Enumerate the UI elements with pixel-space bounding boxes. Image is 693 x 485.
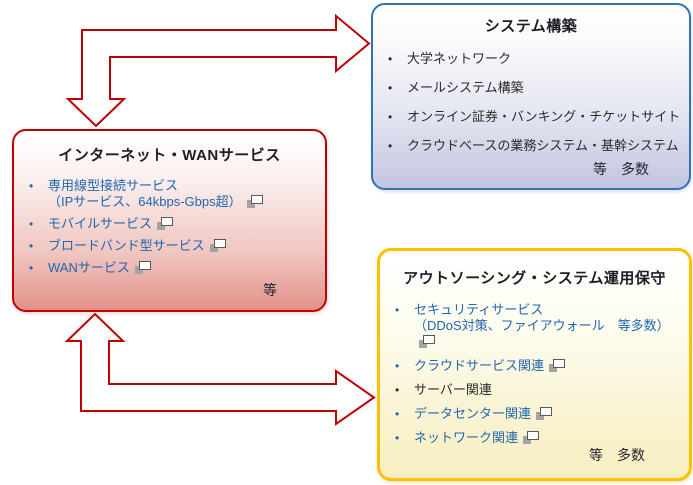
list-item-label: 専用線型接続サービス（IPサービス、64kbps-Gbps超）: [48, 178, 263, 209]
box-title: アウトソーシング・システム運用保守: [403, 270, 666, 287]
new-window-icon: [549, 359, 566, 372]
list-item-label: クラウドサービス関連: [414, 358, 566, 373]
list-item-label: 大学ネットワーク: [407, 51, 512, 66]
internet-wan-box: インターネット・WANサービス • 専用線型接続サービス（IPサービス、64kbp…: [12, 129, 327, 312]
new-window-icon: [523, 431, 540, 444]
bullet-icon: •: [395, 303, 400, 317]
bullet-icon: •: [388, 139, 393, 153]
list-item-label: メールシステム構築: [407, 80, 524, 95]
system-build-box: システム構築 • 大学ネットワーク • メールシステム構築 • オンライン証券・バンキング…: [371, 3, 691, 190]
outsourcing-box: アウトソーシング・システム運用保守 • セキュリティサービス（DDoS対策、ファイ…: [377, 248, 692, 481]
bullet-icon: •: [29, 261, 34, 275]
list-item-label: セキュリティサービス（DDoS対策、ファイアウォール 等多数）: [414, 302, 670, 349]
bullet-icon: •: [29, 217, 34, 231]
service-list: • 専用線型接続サービス（IPサービス、64kbps-Gbps超） • モバイルサービ…: [14, 178, 325, 276]
list-item[interactable]: • WANサービス: [14, 260, 325, 276]
new-window-icon: [246, 195, 263, 208]
bottom-bidirectional-arrow: [64, 312, 376, 426]
etc-label: 等: [263, 282, 277, 298]
box-title: システム構築: [484, 18, 578, 35]
list-item: • クラウドベースの業務システム・基幹システム: [373, 137, 689, 155]
list-item[interactable]: • 専用線型接続サービス（IPサービス、64kbps-Gbps超）: [14, 178, 325, 210]
top-bidirectional-arrow: [65, 13, 371, 128]
list-item-label: ブロードバンド型サービス: [48, 238, 226, 253]
etc-label: 等 多数: [593, 161, 649, 177]
list-item[interactable]: • セキュリティサービス（DDoS対策、ファイアウォール 等多数）: [380, 302, 689, 350]
bullet-icon: •: [29, 179, 34, 193]
service-list: • セキュリティサービス（DDoS対策、ファイアウォール 等多数） • クラウドサービ…: [380, 302, 689, 446]
new-window-icon: [419, 335, 435, 348]
bullet-icon: •: [395, 359, 400, 373]
list-item: • 大学ネットワーク: [373, 50, 689, 68]
bullet-icon: •: [395, 431, 400, 445]
list-item-label: データセンター関連: [414, 406, 553, 421]
new-window-icon: [157, 217, 174, 230]
list-item[interactable]: • データセンター関連: [380, 406, 689, 422]
list-item-label: サーバー関連: [414, 382, 492, 397]
list-item[interactable]: • モバイルサービス: [14, 216, 325, 232]
bullet-icon: •: [388, 81, 393, 95]
list-item-label: ネットワーク関連: [414, 430, 540, 445]
bullet-icon: •: [388, 52, 393, 66]
bullet-icon: •: [395, 407, 400, 421]
new-window-icon: [134, 261, 151, 274]
new-window-icon: [209, 239, 226, 252]
list-item-label: WANサービス: [48, 260, 151, 275]
list-item: • サーバー関連: [380, 382, 689, 398]
service-list: • 大学ネットワーク • メールシステム構築 • オンライン証券・バンキング・チケットサイ…: [373, 50, 689, 155]
list-item[interactable]: • クラウドサービス関連: [380, 358, 689, 374]
bullet-icon: •: [29, 239, 34, 253]
new-window-icon: [536, 407, 553, 420]
list-item: • メールシステム構築: [373, 79, 689, 97]
etc-label: 等 多数: [589, 447, 645, 463]
bullet-icon: •: [388, 110, 393, 124]
list-item[interactable]: • ネットワーク関連: [380, 430, 689, 446]
list-item-label: オンライン証券・バンキング・チケットサイト: [407, 109, 681, 124]
list-item-label: クラウドベースの業務システム・基幹システム: [407, 138, 679, 153]
list-item[interactable]: • ブロードバンド型サービス: [14, 238, 325, 254]
box-title: インターネット・WANサービス: [58, 147, 281, 164]
list-item: • オンライン証券・バンキング・チケットサイト: [373, 108, 689, 126]
bullet-icon: •: [395, 383, 400, 397]
list-item-label: モバイルサービス: [48, 216, 174, 231]
